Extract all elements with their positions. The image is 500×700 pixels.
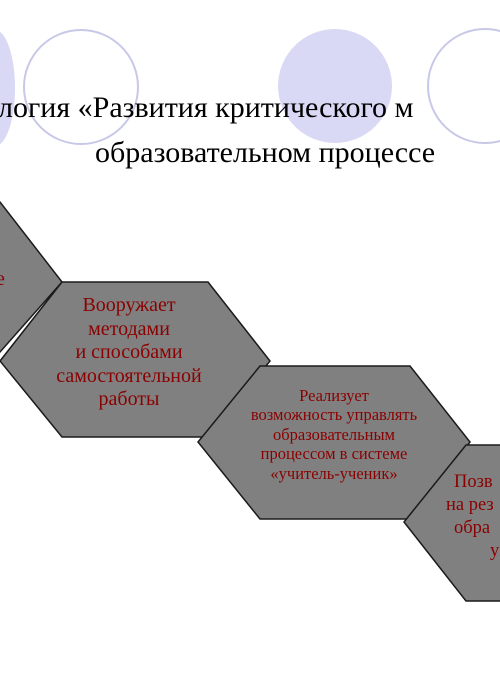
hexagon-2-text: Вооружает методами и способами самостоят… [20, 294, 238, 412]
hexagon-2-line: и способами [75, 341, 183, 364]
title-line-2: образовательном процессе [95, 136, 436, 169]
hexagon-3-line: «учитель-ученик» [270, 463, 398, 483]
hexagon-4-line: у [490, 541, 500, 562]
hexagon-2-line: Вооружает [82, 294, 176, 316]
hexagon-1-text: е [0, 268, 20, 292]
decorative-circle-3 [278, 29, 392, 143]
decorative-circle-2 [23, 29, 139, 145]
hexagon-4-text: Позв на рез обра у [446, 471, 500, 564]
hexagon-2-line: методами [88, 317, 170, 340]
hexagon-3-text: Реализует возможность управлять образова… [222, 386, 446, 483]
hexagon-2-line: самостоятельной [56, 364, 202, 387]
hexagon-4-line: обра [454, 518, 491, 539]
hexagon-3-line: процессом в системе [260, 444, 408, 464]
hexagon-4 [403, 444, 500, 602]
title-line-1: логия «Развития критического м [0, 91, 414, 124]
hexagon-3-line: образовательным [272, 424, 395, 444]
decorative-circle-1 [0, 31, 15, 145]
hexagon-2-line: работы [98, 388, 160, 411]
hexagon-3-line: Реализует [299, 386, 369, 405]
hexagon-1-line: е [0, 268, 5, 290]
hexagon-3-line: возможность управлять [250, 405, 418, 425]
hexagon-1 [0, 201, 63, 353]
hexagon-4-line: Позв [454, 472, 493, 492]
hexagon-4-line: на рез [446, 495, 494, 516]
decorative-circle-4 [427, 28, 500, 144]
